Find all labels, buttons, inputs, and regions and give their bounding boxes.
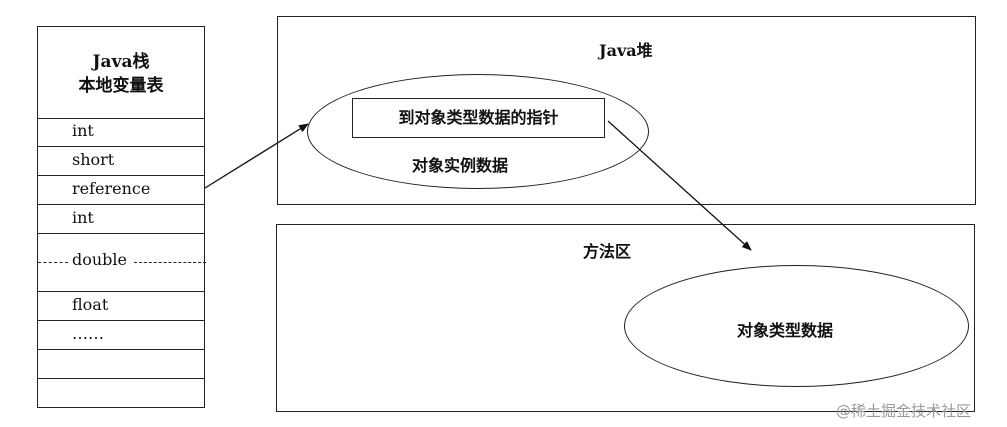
stack-row-int-2: int xyxy=(72,208,94,227)
method-area-title: 方法区 xyxy=(583,242,632,261)
double-dash-right xyxy=(134,262,206,263)
type-pointer-box: 到对象类型数据的指针 xyxy=(352,98,605,138)
stack-row-int: int xyxy=(72,121,94,140)
instance-data-label: 对象实例数据 xyxy=(412,156,509,175)
stack-title-line1: Java栈 xyxy=(92,52,150,72)
pointer-to-type-data-arrow xyxy=(607,120,752,251)
row-divider xyxy=(38,320,204,321)
type-data-ellipse xyxy=(624,265,969,387)
row-divider xyxy=(38,146,204,147)
row-divider xyxy=(38,175,204,176)
stack-row-ellipsis: …… xyxy=(72,324,104,343)
watermark: @稀土掘金技术社区 xyxy=(836,402,972,420)
reference-to-object-arrow xyxy=(204,123,309,189)
row-divider xyxy=(38,204,204,205)
stack-row-reference: reference xyxy=(72,179,151,198)
row-divider xyxy=(38,349,204,350)
double-dash-left xyxy=(38,262,68,263)
stack-row-double: double xyxy=(72,250,128,269)
java-stack-table: Java栈 本地变量表 int short reference int doub… xyxy=(37,26,206,408)
method-area-box: 方法区 xyxy=(276,224,975,412)
heap-title: Java堆 xyxy=(599,41,653,60)
stack-title-line2: 本地变量表 xyxy=(78,76,164,96)
stack-row-short: short xyxy=(72,150,115,169)
row-divider xyxy=(38,291,204,292)
stack-row-float: float xyxy=(72,295,109,314)
row-divider xyxy=(38,233,204,234)
type-data-label: 对象类型数据 xyxy=(737,321,834,340)
row-divider xyxy=(38,118,204,119)
row-divider xyxy=(38,378,204,379)
java-heap-box: Java堆 xyxy=(277,16,976,205)
